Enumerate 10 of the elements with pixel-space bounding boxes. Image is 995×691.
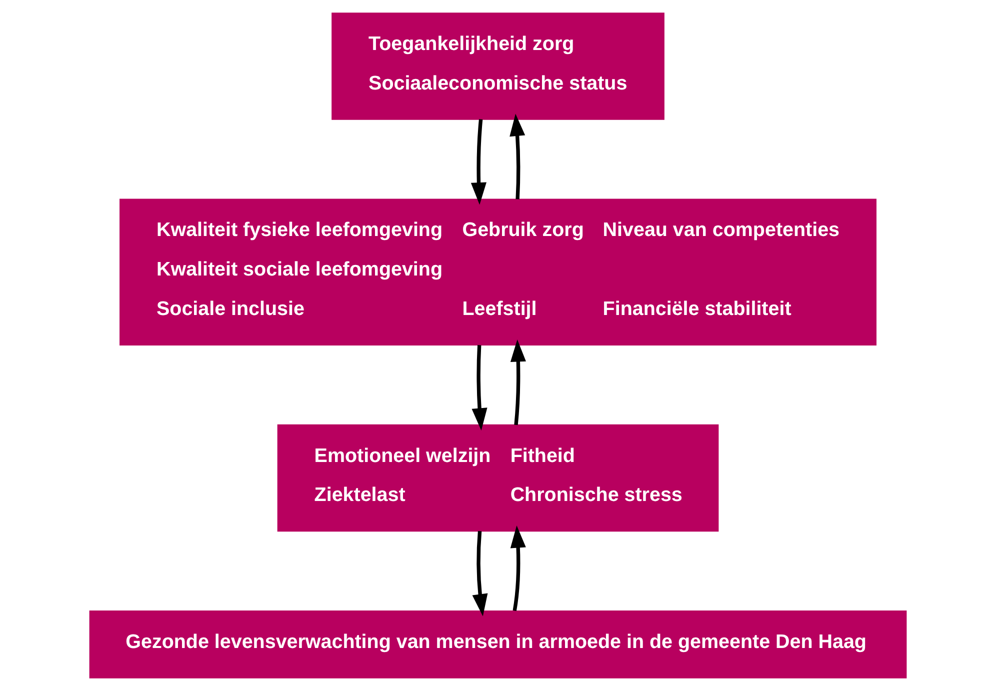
node-box: Kwaliteit fysieke leefomgeving Gebruik zorg Niveau van competenties Kwaliteit sociale leefomgeving Sociale inclusie Leefstijl Financiële stabiliteit <box>119 198 876 346</box>
node-box: Gezonde levensverwachting van mensen in armoede in de gemeente Den Haag <box>88 610 906 678</box>
arrow <box>470 119 486 205</box>
node-box: Toegankelijkheid zorg Sociaaleconomische status <box>331 12 664 120</box>
node-box: Emotioneel welzijn Fitheid Ziektelast Chronische stress <box>276 424 718 532</box>
arrow <box>472 531 488 616</box>
arrow <box>471 345 487 430</box>
arrow <box>509 114 525 200</box>
arrow <box>510 526 526 612</box>
arrow <box>510 340 526 426</box>
